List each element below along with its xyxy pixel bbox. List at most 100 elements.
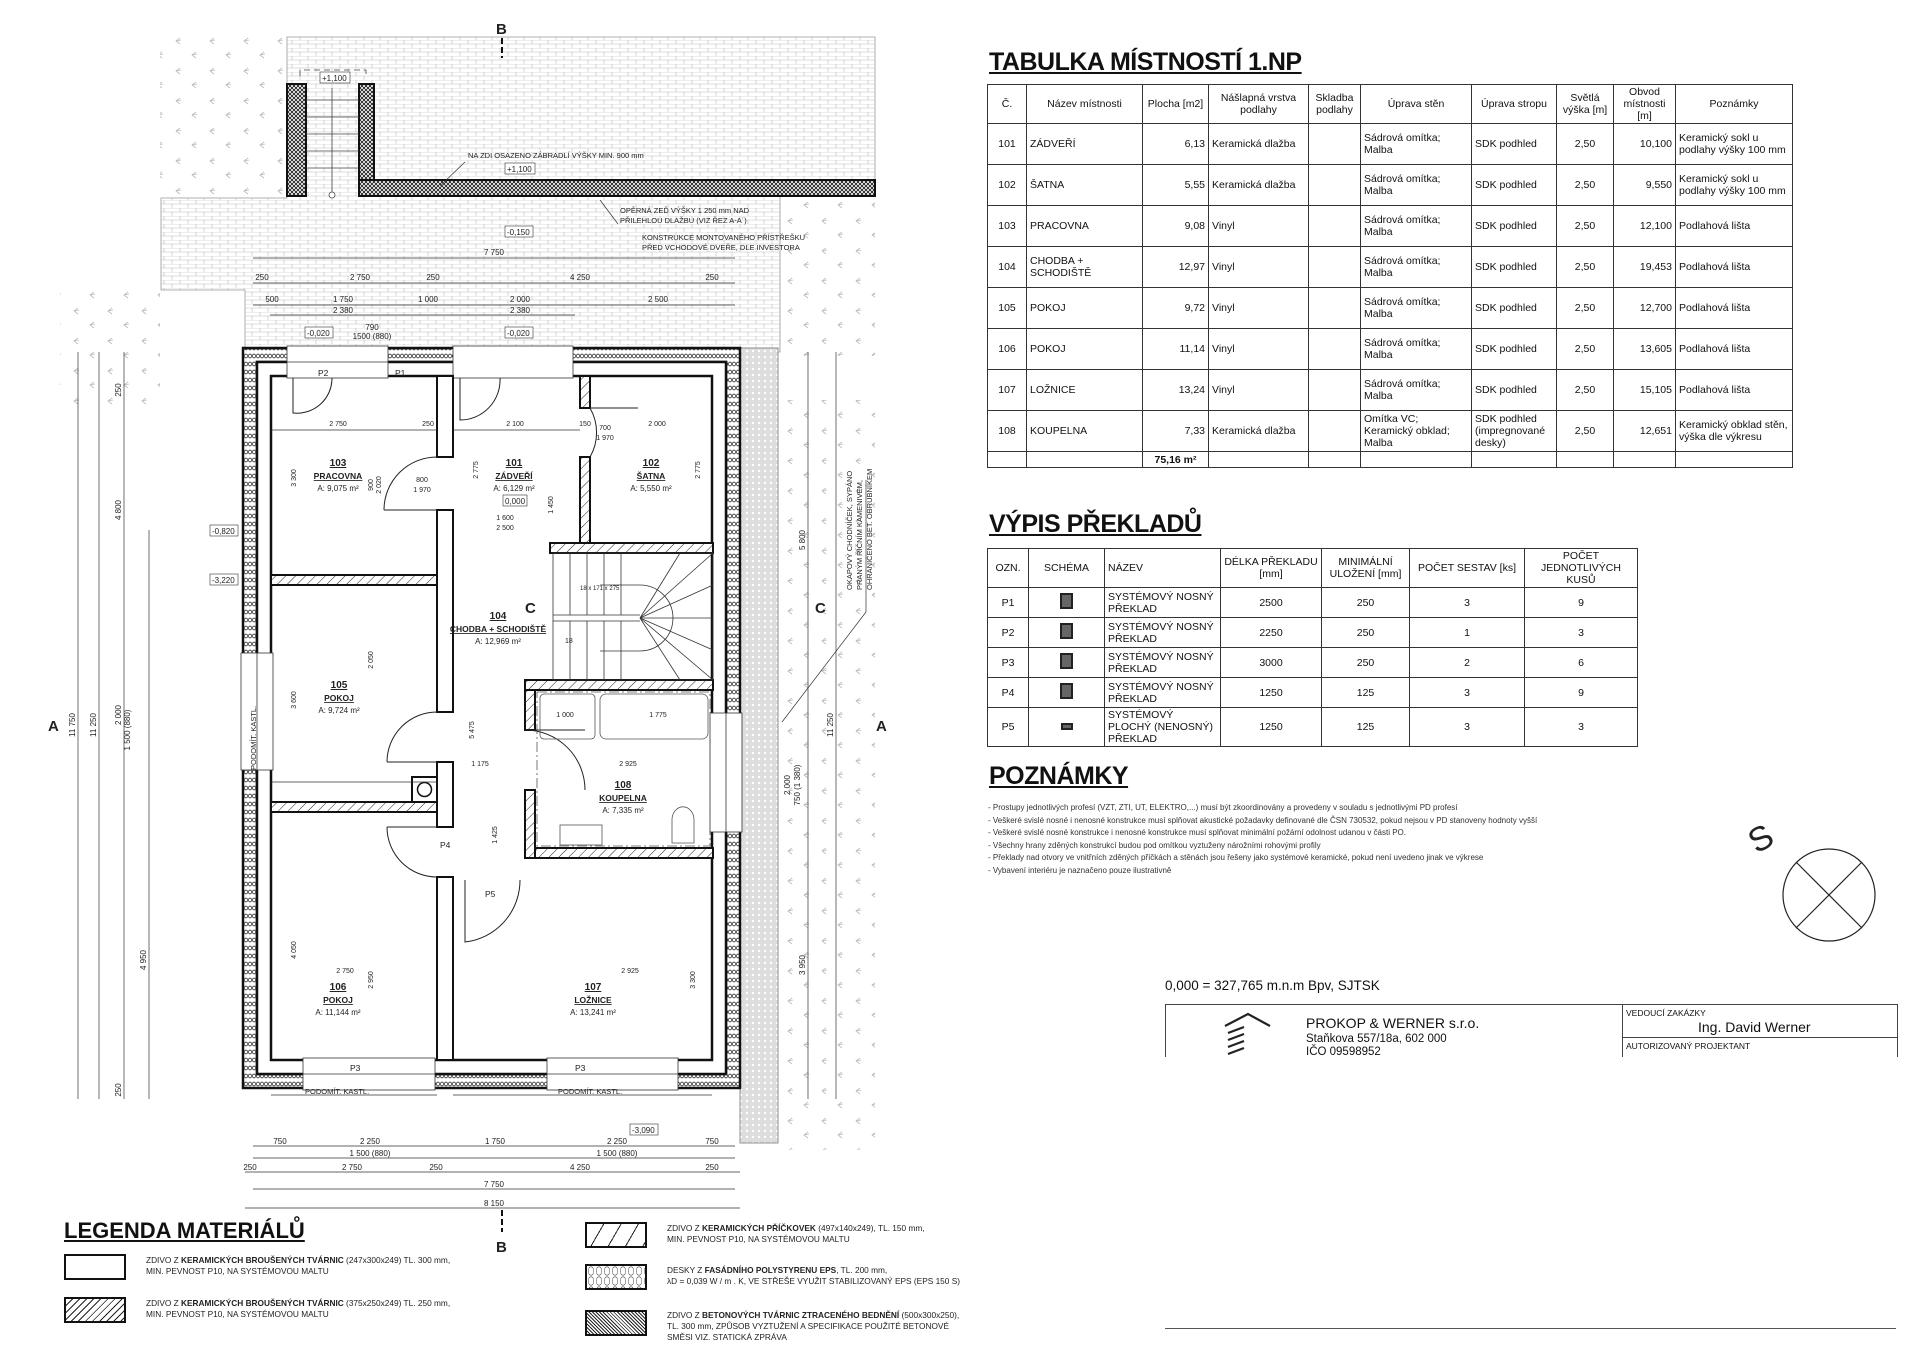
north-arrow: S [1742, 817, 1876, 942]
column-header: POČET JEDNOTLIVÝCH KUSŮ [1524, 548, 1638, 588]
table-cell [1360, 451, 1472, 468]
retaining-wall-note-2: PŘILEHLOU DLAŽBU (VIZ ŘEZ A-A´) [620, 216, 747, 225]
conduit-box-label: PODOMÍT. KASTL. [249, 706, 258, 770]
dim-text: 1 425 [492, 826, 499, 844]
project-lead-label: VEDOUCÍ ZAKÁZKY [1626, 1008, 1706, 1018]
table-cell: KOUPELNA [1026, 410, 1143, 452]
column-header: Plocha [m2] [1142, 84, 1209, 124]
dim-text: 2 500 [496, 525, 514, 532]
svg-text:104: 104 [490, 611, 507, 622]
canopy-note: KONSTRUKCE MONTOVANÉHO PŘÍSTŘEŠKU [642, 233, 805, 242]
lawn-area [60, 290, 160, 410]
table-cell: ŠATNA [1026, 164, 1143, 206]
column-header: Název místnosti [1026, 84, 1143, 124]
dim-text: 2 000 [783, 774, 792, 795]
dim-text: 1 775 [649, 712, 667, 719]
dim-text: 2 750 [350, 273, 371, 282]
company-name: PROKOP & WERNER s.r.o. [1306, 1015, 1480, 1031]
north-symbol-letter: S [1742, 817, 1781, 861]
dim-text: 2 000 [114, 704, 123, 725]
dim-text: 800 [416, 477, 428, 484]
table-cell: 2250 [1220, 617, 1322, 648]
stair-spec: 18 x 171 x 275 [580, 586, 620, 592]
level-mark: -0,020 [507, 329, 530, 338]
dim-text: 2 750 [329, 421, 347, 428]
gutter-note-3: OHRANIČENO BET. OBRUBNÍKEM [865, 469, 874, 590]
dim-text: 8 150 [484, 1199, 505, 1208]
table-cell: POKOJ [1026, 328, 1143, 370]
column-header: SCHÉMA [1028, 548, 1105, 588]
table-cell [1308, 246, 1361, 288]
lintel-tag: P2 [318, 368, 329, 378]
table-cell: 125 [1321, 677, 1410, 708]
legend-line: ZDIVO Z KERAMICKÝCH BROUŠENÝCH TVÁRNIC (… [146, 1255, 450, 1266]
legend-text: ZDIVO Z [667, 1310, 703, 1320]
table-cell: SYSTÉMOVÝ NOSNÝ PŘEKLAD [1104, 587, 1221, 618]
dim-text: 1 500 (880) [123, 709, 132, 750]
legend-swatch-ceramic-300 [64, 1254, 126, 1280]
legend-swatch-ceramic-250 [64, 1297, 126, 1323]
table-cell: Keramický sokl u podlahy výšky 100 mm [1675, 123, 1793, 165]
dim-text: 2 380 [510, 306, 531, 315]
column-header: Poznámky [1675, 84, 1793, 124]
dim-text: 3 300 [291, 469, 298, 487]
legend-item: ZDIVO Z KERAMICKÝCH BROUŠENÝCH TVÁRNIC (… [146, 1298, 450, 1320]
table-cell: SDK podhled [1471, 164, 1557, 206]
table-cell: 3000 [1220, 647, 1322, 678]
table-cell: P3 [987, 647, 1029, 678]
table-cell: Sádrová omítka; Malba [1360, 205, 1472, 247]
gutter-note: OKAPOVÝ CHODNÍČEK, SYPÁNO [845, 471, 854, 590]
table-cell: SDK podhled [1471, 246, 1557, 288]
dim-text: 4 050 [291, 941, 298, 959]
divider [1622, 1005, 1623, 1057]
svg-text:101: 101 [506, 458, 523, 469]
elevation-reference: 0,000 = 327,765 m.n.m Bpv, SJTSK [1165, 978, 1380, 993]
project-lead-name: Ing. David Werner [1698, 1019, 1811, 1035]
dim-text: 1 750 [485, 1137, 506, 1146]
svg-text:A: 5,550 m²: A: 5,550 m² [630, 484, 672, 493]
note-item: - Všechny hrany zděných konstrukcí budou… [988, 840, 1321, 850]
legend-text: ZDIVO Z [667, 1223, 703, 1233]
table-cell: 3 [1409, 677, 1525, 708]
legend-swatch-eps [585, 1264, 647, 1290]
svg-text:106: 106 [330, 982, 347, 993]
table-cell: Vinyl [1208, 205, 1309, 247]
note-item: - Vybavení interiéru je naznačeno pouze … [988, 865, 1172, 875]
dim-text: 7 750 [484, 248, 505, 257]
table-cell: 102 [987, 164, 1027, 206]
dim-text: 1 500 (880) [597, 1149, 638, 1158]
legend-line: MIN. PEVNOST P10, NA SYSTÉMOVOU MALTU [146, 1266, 329, 1276]
table-cell: P1 [987, 587, 1029, 618]
company-id: IČO 09598952 [1306, 1046, 1381, 1058]
section-markers: B B A A C C [48, 21, 887, 1256]
svg-text:A: 9,724 m²: A: 9,724 m² [318, 706, 360, 715]
dim-text: 1500 (880) [353, 332, 392, 341]
note-item: - Veškeré svislé nosné konstrukce i neno… [988, 828, 1406, 837]
dim-text: 5 800 [798, 529, 807, 550]
column-header: POČET SESTAV [ks] [1409, 548, 1525, 588]
dim-text: 1 000 [418, 295, 439, 304]
table-cell: SDK podhled [1471, 123, 1557, 165]
table-cell: 2,50 [1556, 246, 1614, 288]
retaining-wall-note: OPĚRNÁ ZEĎ VÝŠKY 1 250 mm NAD [620, 206, 750, 215]
svg-text:108: 108 [615, 780, 632, 791]
table-cell: 107 [987, 369, 1027, 411]
table-cell: 3 [1524, 617, 1638, 648]
table-cell [1613, 451, 1676, 468]
table-cell: SDK podhled [1471, 328, 1557, 370]
dim-text: 2 100 [506, 421, 524, 428]
table-cell: Keramický obklad stěn, výška dle výkresu [1675, 410, 1793, 452]
table-cell: Podlahová lišta [1675, 205, 1793, 247]
level-mark: +1,100 [322, 74, 347, 83]
legend-item: ZDIVO Z KERAMICKÝCH PŘÍČKOVEK (497x140x2… [667, 1223, 925, 1245]
table-cell: 12,651 [1613, 410, 1676, 452]
table-cell: SDK podhled [1471, 287, 1557, 329]
table-cell: 13,24 [1142, 369, 1209, 411]
dim-text: 1 600 [496, 515, 514, 522]
dim-text: 2 750 [342, 1163, 363, 1172]
